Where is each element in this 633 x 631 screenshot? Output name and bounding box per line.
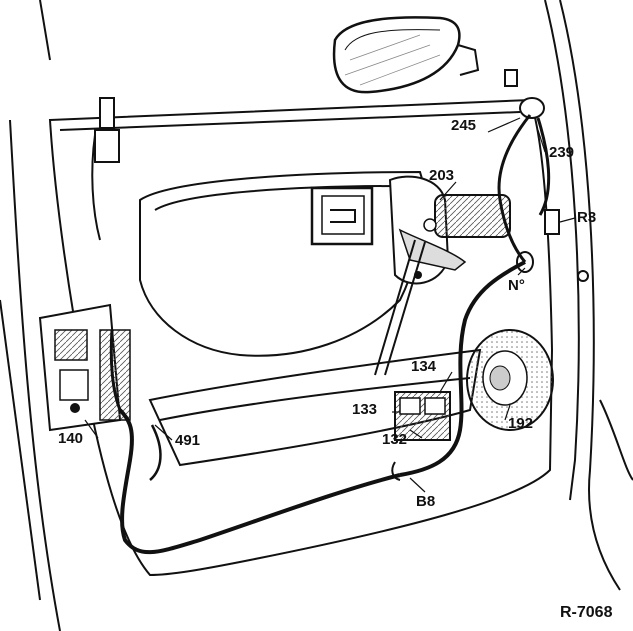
top-connector: [504, 69, 545, 119]
window-switch: [394, 391, 451, 441]
regulator-motor: [388, 175, 511, 285]
callout-239: 239: [549, 144, 575, 161]
callout-245: 245: [451, 117, 477, 134]
callout-133: 133: [352, 401, 378, 418]
window-rail: [374, 239, 426, 376]
connector-r3: [544, 209, 589, 282]
speaker: [466, 329, 554, 431]
callout-203: 203: [429, 167, 455, 184]
wiring-harness: [109, 114, 551, 555]
side-mirror: [332, 16, 480, 94]
callout-192: 192: [508, 415, 534, 432]
callout-491: 491: [175, 432, 201, 449]
leader-lines: [84, 117, 576, 493]
callout-134: 134: [411, 358, 437, 375]
inner-panel: [139, 170, 425, 357]
callout-b8: B8: [416, 493, 436, 510]
door-handle: [310, 186, 374, 246]
callout-140: 140: [58, 430, 84, 447]
callout-n: N°: [508, 277, 525, 294]
reference-number: R-7068: [560, 604, 613, 621]
callout-r3: R3: [577, 209, 597, 226]
lock-knob: [94, 97, 120, 163]
lock-mechanism: [38, 303, 131, 432]
callout-132: 132: [382, 431, 408, 448]
